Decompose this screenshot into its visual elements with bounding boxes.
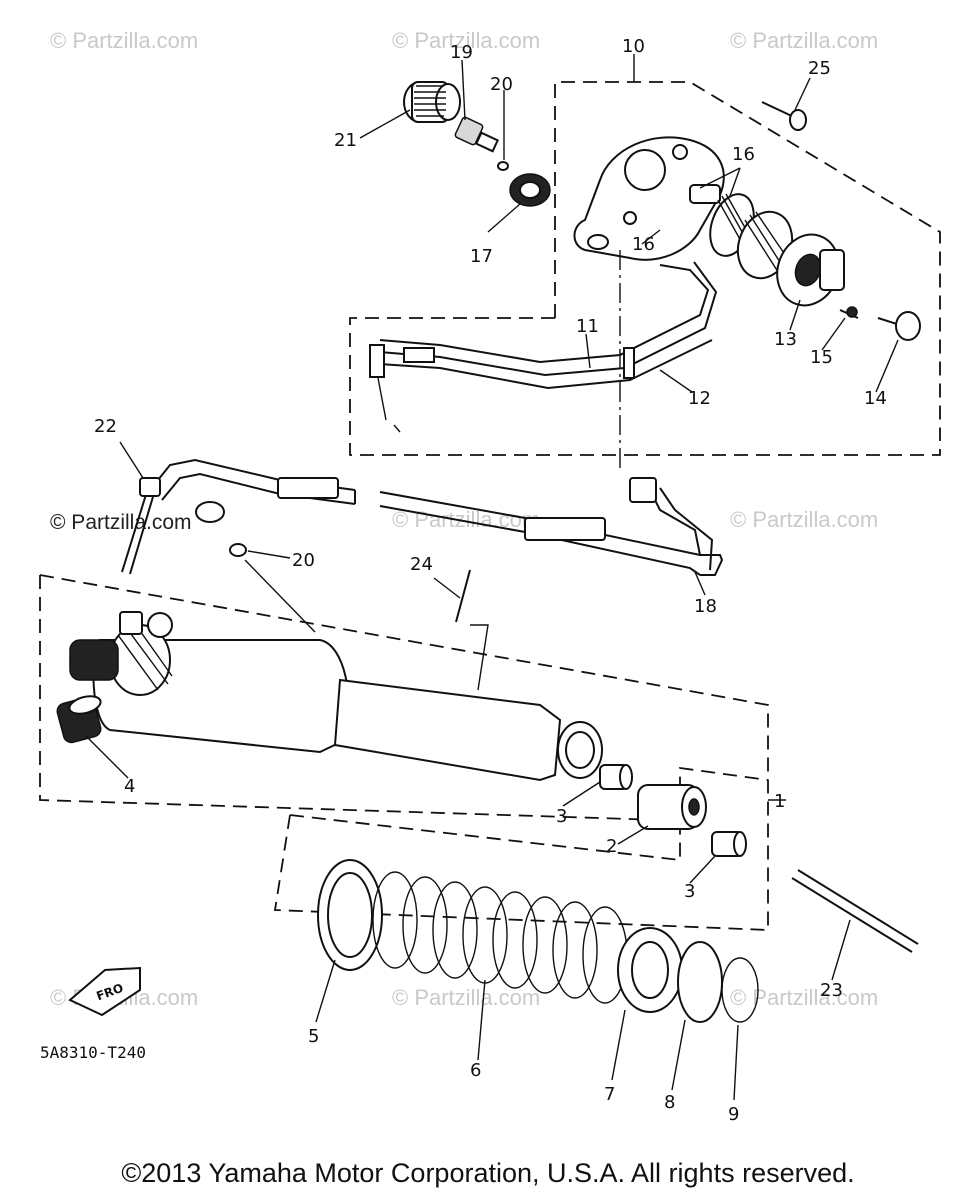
shock-assembly-frame (39, 559, 769, 931)
part-20-o-ring (497, 161, 509, 171)
hoses-11-12 (369, 261, 718, 433)
watermark-dark: © Partzilla.com (50, 511, 192, 534)
watermark: © Partzilla.com (392, 985, 540, 1010)
callout-23: 23 (820, 980, 843, 1001)
diagram-code: 5A8310-T240 (40, 1043, 146, 1062)
callout-10: 10 (622, 36, 645, 57)
part-2-bushing (637, 784, 707, 830)
callout-12: 12 (688, 388, 711, 409)
callout-3: 3 (684, 881, 695, 902)
part-3-collar-lower (711, 831, 747, 857)
callout-13: 13 (774, 329, 797, 350)
watermark: © Partzilla.com (50, 28, 198, 53)
callout-1: 1 (774, 791, 785, 812)
front-arrow-icon: FRO (68, 966, 141, 1017)
callout-11: 11 (576, 316, 599, 337)
watermark: © Partzilla.com (392, 28, 540, 53)
callout-14: 14 (864, 388, 887, 409)
part-21-knob (403, 81, 461, 123)
callout-2: 2 (606, 836, 617, 857)
part-4-bushing (56, 695, 102, 744)
callout-24: 24 (410, 554, 433, 575)
remote-reservoir-body (573, 136, 845, 307)
part-6-spring (317, 859, 628, 1004)
callout-20: 20 (490, 74, 513, 95)
part-7-spring-guide (617, 927, 683, 1013)
part-9-circlip (721, 957, 759, 1023)
callout-15: 15 (810, 347, 833, 368)
callout-20: 20 (292, 550, 315, 571)
watermark: © Partzilla.com (730, 28, 878, 53)
upper-assembly-frame (349, 81, 941, 456)
callout-16: 16 (632, 234, 655, 255)
watermark: © Partzilla.com (730, 507, 878, 532)
callout-22: 22 (94, 416, 117, 437)
part-15-screw (839, 306, 859, 319)
part-18-hose (149, 458, 724, 576)
callout-21: 21 (334, 130, 357, 151)
callout-9: 9 (728, 1104, 739, 1125)
part-19-adjuster (454, 116, 500, 153)
watermark: © Partzilla.com (392, 507, 540, 532)
callout-numbers: 1 2 3 3 4 5 6 7 8 9 10 11 12 13 14 15 16… (94, 36, 887, 1125)
callout-16: 16 (732, 144, 755, 165)
watermark: © Partzilla.com (730, 985, 878, 1010)
callout-4: 4 (124, 776, 135, 797)
part-3-collar-upper (599, 764, 633, 790)
part-20-o-ring-lower (229, 543, 247, 557)
part-25-bolt (761, 101, 807, 131)
callout-17: 17 (470, 246, 493, 267)
callout-18: 18 (694, 596, 717, 617)
part-23-pin (791, 869, 919, 953)
shock-body (69, 611, 603, 782)
leader-lines (84, 54, 899, 1101)
callout-5: 5 (308, 1026, 319, 1047)
part-8-ring (677, 941, 723, 1023)
callout-8: 8 (664, 1092, 675, 1113)
callout-25: 25 (808, 58, 831, 79)
callout-7: 7 (604, 1084, 615, 1105)
callout-6: 6 (470, 1060, 481, 1081)
callout-19: 19 (450, 42, 473, 63)
copyright-notice: ©2013 Yamaha Motor Corporation, U.S.A. A… (121, 1158, 855, 1188)
part-14-bolt (877, 311, 921, 341)
callout-3: 3 (556, 806, 567, 827)
part-22-bolt (121, 477, 161, 575)
part-24-pin (455, 569, 471, 623)
part-17-nut (509, 173, 551, 207)
